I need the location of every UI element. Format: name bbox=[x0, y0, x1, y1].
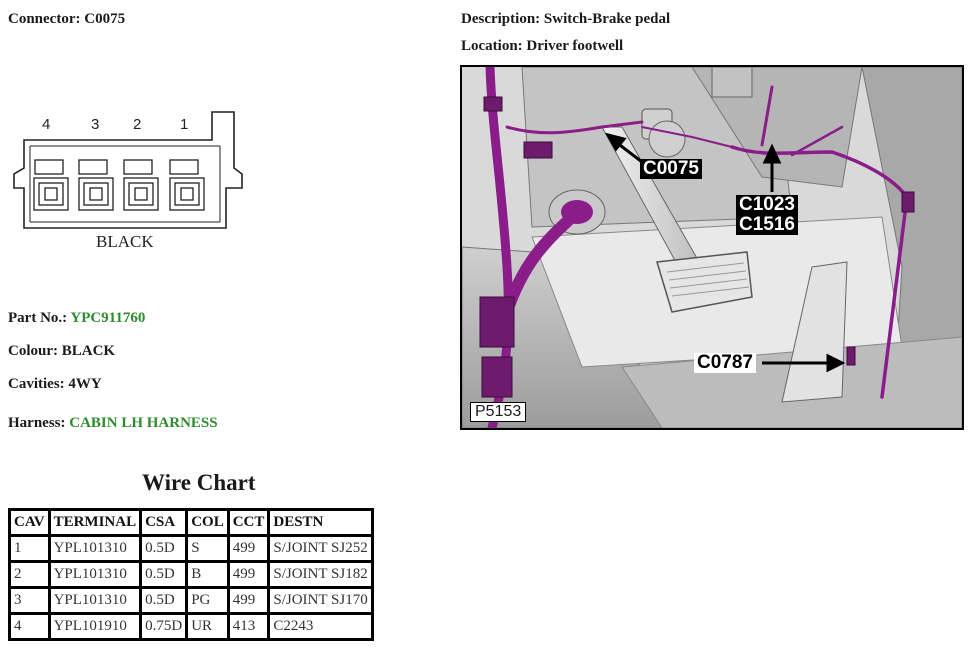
figure-code-label: P5153 bbox=[470, 402, 527, 422]
cell-col: PG bbox=[185, 586, 230, 615]
cell-cct: 499 bbox=[226, 586, 271, 615]
cavities-line: Cavities: 4WY bbox=[8, 376, 102, 393]
cell-csa: 0.5D bbox=[139, 560, 189, 589]
location-value: Driver footwell bbox=[526, 38, 624, 54]
part-number-link[interactable]: YPC911760 bbox=[70, 310, 146, 326]
cell-terminal: YPL101310 bbox=[47, 586, 143, 615]
cell-col: S bbox=[185, 534, 230, 563]
cell-destn: S/JOINT SJ252 bbox=[267, 534, 374, 563]
cell-cav: 3 bbox=[8, 586, 51, 615]
header-terminal: TERMINAL bbox=[47, 508, 143, 537]
description-prefix: Description: bbox=[461, 11, 541, 27]
harness-prefix: Harness: bbox=[8, 415, 66, 431]
colour-prefix: Colour: bbox=[8, 343, 58, 359]
wire-chart-table: CAV TERMINAL CSA COL CCT DESTN 1 YPL1013… bbox=[8, 508, 374, 641]
cell-csa: 0.5D bbox=[139, 586, 189, 615]
cell-terminal: YPL101910 bbox=[47, 612, 143, 641]
cell-csa: 0.5D bbox=[139, 534, 189, 563]
description-line: Description: Switch-Brake pedal bbox=[461, 11, 670, 28]
connector-face-diagram: 4 3 2 1 BLACK bbox=[13, 111, 243, 251]
location-prefix: Location: bbox=[461, 38, 523, 54]
cell-col: UR bbox=[185, 612, 230, 641]
header-destn: DESTN bbox=[267, 508, 374, 537]
cell-csa: 0.75D bbox=[139, 612, 189, 641]
cell-destn: S/JOINT SJ170 bbox=[267, 586, 374, 615]
description-value: Switch-Brake pedal bbox=[543, 11, 671, 27]
part-number-line: Part No.: YPC911760 bbox=[8, 310, 145, 327]
cell-cav: 4 bbox=[8, 612, 51, 641]
cell-destn: S/JOINT SJ182 bbox=[267, 560, 374, 589]
brake-pedal bbox=[656, 251, 753, 313]
cell-cct: 499 bbox=[226, 534, 271, 563]
pin-label-1: 1 bbox=[180, 116, 188, 133]
cell-destn: C2243 bbox=[267, 612, 374, 641]
table-row: 1 YPL101310 0.5D S 499 S/JOINT SJ252 bbox=[8, 534, 374, 563]
cell-terminal: YPL101310 bbox=[47, 534, 143, 563]
connector-housing bbox=[13, 111, 243, 229]
callout-c1023[interactable]: C1023 bbox=[736, 195, 798, 215]
location-illustration: C0075 C1023 C1516 C0787 P5153 bbox=[460, 65, 964, 430]
connector-color-label: BLACK bbox=[96, 232, 154, 251]
connector-heading-prefix: Connector: bbox=[8, 11, 81, 27]
connector-heading-id: C0075 bbox=[84, 11, 126, 27]
pin-label-2: 2 bbox=[133, 116, 141, 133]
cell-cct: 499 bbox=[226, 560, 271, 589]
callout-c1516[interactable]: C1516 bbox=[736, 215, 798, 235]
pin-label-3: 3 bbox=[91, 116, 99, 133]
harness-line: Harness: CABIN LH HARNESS bbox=[8, 415, 218, 432]
header-csa: CSA bbox=[139, 508, 189, 537]
harness-link[interactable]: CABIN LH HARNESS bbox=[69, 415, 218, 431]
wire-chart-title: Wire Chart bbox=[142, 470, 256, 495]
pin-label-4: 4 bbox=[42, 116, 50, 133]
part-number-prefix: Part No.: bbox=[8, 310, 68, 326]
location-line: Location: Driver footwell bbox=[461, 38, 623, 55]
table-header-row: CAV TERMINAL CSA COL CCT DESTN bbox=[8, 508, 374, 537]
header-col: COL bbox=[185, 508, 230, 537]
header-cav: CAV bbox=[8, 508, 51, 537]
cavities-prefix: Cavities: bbox=[8, 376, 65, 392]
table-row: 2 YPL101310 0.5D B 499 S/JOINT SJ182 bbox=[8, 560, 374, 589]
header-cct: CCT bbox=[226, 508, 271, 537]
cell-terminal: YPL101310 bbox=[47, 560, 143, 589]
cell-col: B bbox=[185, 560, 230, 589]
connector-heading: Connector: C0075 bbox=[8, 11, 125, 28]
cell-cav: 2 bbox=[8, 560, 51, 589]
callout-c0787[interactable]: C0787 bbox=[694, 353, 756, 373]
callout-c0075[interactable]: C0075 bbox=[640, 159, 702, 179]
cavities-value: 4WY bbox=[68, 376, 102, 392]
footwell-drawing bbox=[462, 67, 962, 428]
cell-cav: 1 bbox=[8, 534, 51, 563]
colour-line: Colour: BLACK bbox=[8, 343, 115, 360]
cell-cct: 413 bbox=[226, 612, 271, 641]
table-row: 3 YPL101310 0.5D PG 499 S/JOINT SJ170 bbox=[8, 586, 374, 615]
colour-value: BLACK bbox=[61, 343, 116, 359]
table-row: 4 YPL101910 0.75D UR 413 C2243 bbox=[8, 612, 374, 641]
